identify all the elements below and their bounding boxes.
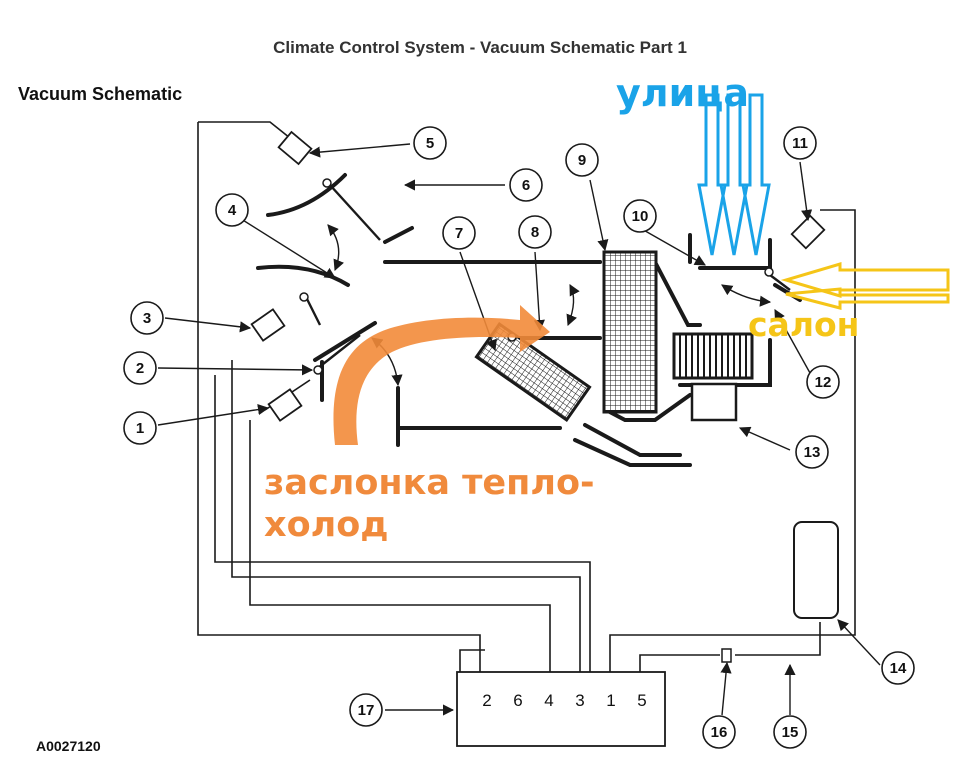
vacuum-motor-3: [250, 308, 286, 342]
callout-number: 5: [426, 135, 434, 152]
callout-15: 15: [773, 715, 807, 749]
callout-9: 9: [565, 143, 599, 177]
callout-1: 1: [123, 411, 157, 445]
callout-circle: [623, 199, 657, 233]
vacuum-motor-11: [790, 214, 826, 250]
check-valve: [721, 648, 732, 663]
vacuum-motor-5: [277, 130, 313, 166]
blower-wheel: [672, 332, 754, 380]
callout-circle: [565, 143, 599, 177]
callout-5: 5: [413, 126, 447, 160]
evaporator-core: [602, 250, 658, 414]
callout-number: 3: [143, 310, 151, 327]
callout-circle: [215, 193, 249, 227]
callout-number: 15: [782, 724, 799, 741]
outside-air-arrows: [697, 93, 771, 256]
callout-circle: [806, 365, 840, 399]
callout-number: 13: [804, 444, 821, 461]
callout-number: 12: [815, 374, 832, 391]
connector-port-6: 6: [513, 691, 522, 710]
callout-circle: [702, 715, 736, 749]
callout-number: 4: [228, 202, 237, 219]
callout-circle: [442, 216, 476, 250]
blend-door-label-line2: холод: [264, 505, 389, 545]
callout-circle: [795, 435, 829, 469]
callout-number: 7: [455, 225, 463, 242]
callout-circle: [349, 693, 383, 727]
callout-number: 10: [632, 208, 649, 225]
callout-number: 1: [136, 420, 144, 437]
callout-16: 16: [702, 715, 736, 749]
callout-number: 2: [136, 360, 144, 377]
pivot-points: [299, 178, 774, 375]
vacuum-motors: [250, 130, 826, 422]
figure-code: A0027120: [36, 738, 101, 754]
connector-port-3: 3: [575, 691, 584, 710]
callout-circle: [123, 411, 157, 445]
outside-air-label: улица: [616, 71, 750, 115]
callout-circle: [413, 126, 447, 160]
cabin-air-label: салон: [748, 305, 860, 344]
connector-port-4: 4: [544, 691, 553, 710]
callout-circle: [123, 351, 157, 385]
callout-circle: [509, 168, 543, 202]
connector-port-2: 2: [482, 691, 491, 710]
connector-port-1: 1: [606, 691, 615, 710]
callout-circle: [881, 651, 915, 685]
callout-number: 14: [890, 660, 907, 677]
callout-12: 12: [806, 365, 840, 399]
vacuum-lines: [197, 121, 856, 672]
callout-13: 13: [795, 435, 829, 469]
blend-door-label: заслонка тепло- холод: [264, 462, 595, 546]
callout-7: 7: [442, 216, 476, 250]
connector-port-5: 5: [637, 691, 646, 710]
callout-circle: [773, 715, 807, 749]
blend-door-label-line1: заслонка тепло-: [264, 463, 595, 503]
callout-number: 11: [792, 135, 808, 152]
blower-motor: [690, 382, 738, 422]
callout-3: 3: [130, 301, 164, 335]
vacuum-motor-1: [267, 388, 303, 422]
vacuum-reservoir: [793, 521, 839, 619]
blend-door-flow-arrow: [333, 305, 550, 445]
callout-number: 9: [578, 152, 586, 169]
callout-number: 6: [522, 177, 530, 194]
callout-6: 6: [509, 168, 543, 202]
callout-number: 17: [358, 702, 375, 719]
callout-4: 4: [215, 193, 249, 227]
vacuum-connector-block: [456, 671, 666, 747]
page-title: Climate Control System - Vacuum Schemati…: [273, 38, 687, 57]
callout-circle: [518, 215, 552, 249]
callout-8: 8: [518, 215, 552, 249]
callout-number: 8: [531, 224, 539, 241]
callout-17: 17: [349, 693, 383, 727]
callout-10: 10: [623, 199, 657, 233]
callout-2: 2: [123, 351, 157, 385]
callout-circle: [783, 126, 817, 160]
callout-circle: [130, 301, 164, 335]
cabin-air-arrows: [780, 261, 950, 310]
connector-port-labels: 2 6 4 3 1 5: [482, 691, 646, 710]
callout-number: 16: [711, 724, 728, 741]
callout-14: 14: [881, 651, 915, 685]
callout-11: 11: [783, 126, 817, 160]
diagram-subtitle: Vacuum Schematic: [18, 84, 183, 104]
